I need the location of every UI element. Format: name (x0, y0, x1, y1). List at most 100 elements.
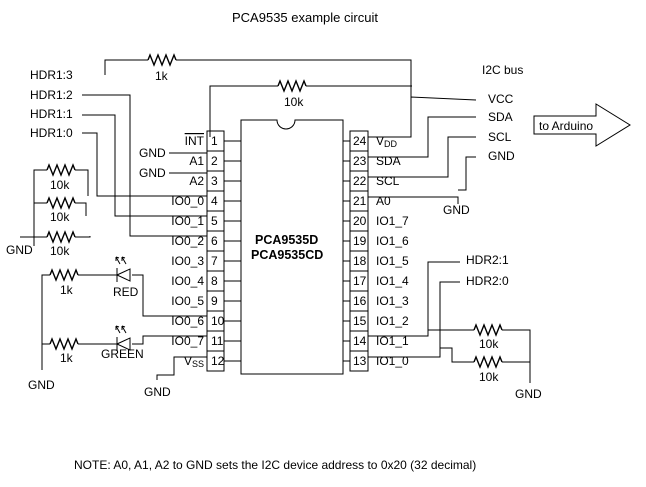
pin-label: IO0_2 (171, 234, 204, 248)
pin-number: 12 (211, 354, 225, 368)
resistor-right-10k-2-label: 10k (479, 370, 499, 384)
pin-label: A0 (376, 194, 391, 208)
i2c-line-gnd: GND (488, 149, 515, 163)
pin-label: IO0_3 (171, 254, 204, 268)
hdr2-0-label: HDR2:0 (466, 274, 509, 288)
wiring-left-pullups (20, 169, 91, 246)
pin-label: SCL (376, 174, 400, 188)
resistor-green-1k-label: 1k (60, 351, 74, 365)
gnd-hdr2-label: GND (515, 387, 542, 401)
arrow-to-arduino-label: to Arduino (539, 119, 593, 133)
gnd-left-pullups-label: GND (6, 243, 33, 257)
pin-label: VSS (184, 354, 204, 369)
led-green-icon (115, 325, 131, 351)
gnd-a2-label: GND (139, 166, 166, 180)
pin-label: IO1_2 (376, 314, 409, 328)
pin-label: IO0_6 (171, 314, 204, 328)
pin-number: 15 (353, 314, 367, 328)
ic-body (240, 119, 344, 375)
pin-number: 23 (353, 154, 367, 168)
pin-number: 18 (353, 254, 367, 268)
pin-number: 20 (353, 214, 367, 228)
pin-number: 24 (353, 134, 367, 148)
pin-label: IO1_7 (376, 214, 409, 228)
resistor-red-1k (49, 268, 79, 282)
wiring-top (104, 59, 477, 138)
resistor-left-10k-1-label: 10k (50, 178, 70, 192)
resistor-left-10k-3 (46, 230, 76, 244)
wiring-i2c (368, 116, 476, 204)
i2c-bus-title: I2C bus (482, 63, 523, 77)
address-note: NOTE: A0, A1, A2 to GND sets the I2C dev… (74, 458, 476, 472)
pin-label: IO1_6 (376, 234, 409, 248)
pin-number: 6 (211, 234, 218, 248)
gnd-vss-label: GND (144, 385, 171, 399)
resistor-top-10k (277, 79, 307, 93)
led-red-label: RED (113, 285, 139, 299)
pin-label: INT (185, 134, 205, 148)
pin-label: IO1_4 (376, 274, 409, 288)
pin-number: 10 (211, 314, 225, 328)
pin-label: IO1_5 (376, 254, 409, 268)
gnd-a0-label: GND (443, 203, 470, 217)
pin-label: IO0_1 (171, 214, 204, 228)
pin-number: 2 (211, 154, 218, 168)
wiring-hdr2 (368, 261, 531, 383)
resistor-right-10k-2 (473, 355, 503, 369)
hdr1-3-label: HDR1:3 (30, 68, 73, 82)
resistor-left-10k-1 (46, 163, 76, 177)
pin-number: 22 (353, 174, 367, 188)
resistor-top-10k-label: 10k (284, 95, 304, 109)
pin-number: 5 (211, 214, 218, 228)
pin-label: SDA (376, 154, 401, 168)
pin-label: IO1_3 (376, 294, 409, 308)
resistor-green-1k (49, 337, 79, 351)
pin-number: 19 (353, 234, 367, 248)
pin-label: IO0_5 (171, 294, 204, 308)
pin-number: 3 (211, 174, 218, 188)
gnd-led-label: GND (28, 378, 55, 392)
hdr1-1-label: HDR1:1 (30, 107, 73, 121)
hdr1-0-label: HDR1:0 (30, 126, 73, 140)
pin-label: A2 (189, 174, 204, 188)
pin-number: 21 (353, 194, 367, 208)
resistor-left-10k-3-label: 10k (50, 244, 70, 258)
resistor-right-10k-1-label: 10k (479, 337, 499, 351)
resistor-red-1k-label: 1k (60, 283, 74, 297)
resistor-left-10k-2 (46, 196, 76, 210)
pin-number: 7 (211, 254, 218, 268)
wire-vss (156, 356, 207, 380)
gnd-a1-label: GND (139, 146, 166, 160)
pin-label: IO0_0 (171, 194, 204, 208)
wiring-leds (41, 274, 207, 370)
ic-part-number-2: PCA9535CD (251, 248, 323, 262)
pin-number: 17 (353, 274, 367, 288)
led-red-icon (115, 256, 131, 282)
pin-number: 8 (211, 274, 218, 288)
pin-label: A1 (189, 154, 204, 168)
wiring-hdr1 (82, 94, 207, 237)
resistor-top-1k-label: 1k (155, 69, 169, 83)
pin-label: VDD (376, 134, 398, 149)
pin-number: 9 (211, 294, 218, 308)
pin-number: 14 (353, 334, 367, 348)
i2c-line-sda: SDA (488, 110, 513, 124)
i2c-line-scl: SCL (488, 130, 512, 144)
hdr1-2-label: HDR1:2 (30, 88, 73, 102)
right-pins: 24 VDD 23 SDA 22 SCL 21 A0 20 IO1_7 19 IO1_6 18 IO1_5… (343, 134, 409, 368)
pin-number: 13 (353, 354, 367, 368)
left-pins: 1INT2A13A24IO0_05IO0_16IO0_27IO0_38IO0_4… (171, 134, 241, 369)
pin-label: IO0_4 (171, 274, 204, 288)
pin-label: IO0_7 (171, 334, 204, 348)
hdr2-1-label: HDR2:1 (466, 253, 509, 267)
led-green-label: GREEN (101, 347, 144, 361)
ic-part-number-1: PCA9535D (255, 233, 318, 247)
resistor-top-1k (147, 53, 177, 67)
pin-label: IO1_0 (376, 354, 409, 368)
i2c-line-vcc: VCC (488, 92, 514, 106)
pin-number: 1 (211, 134, 218, 148)
arrow-to-arduino-icon (533, 103, 631, 147)
resistor-right-10k-1 (473, 323, 503, 337)
pin-number: 11 (211, 334, 224, 348)
